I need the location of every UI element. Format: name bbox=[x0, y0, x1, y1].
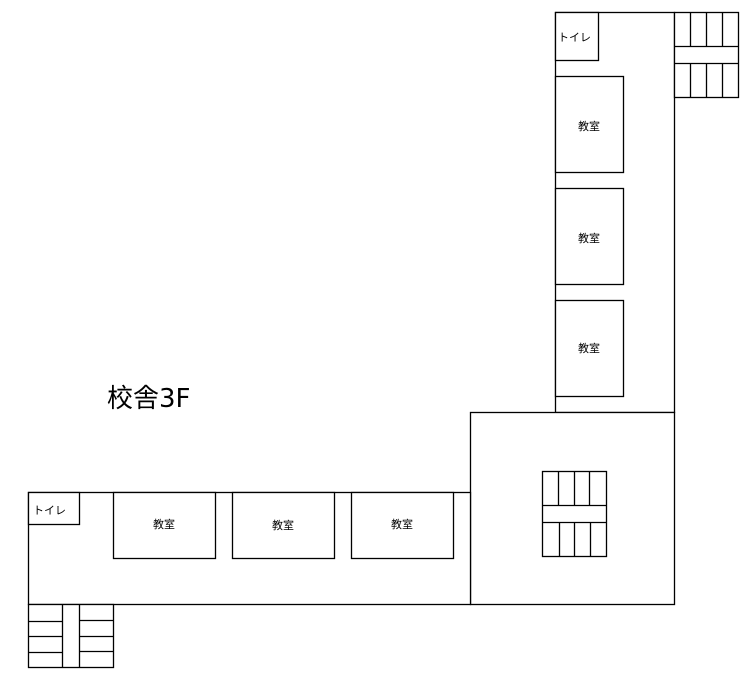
classroom-bottom-3: 教室 bbox=[350, 491, 455, 560]
toilet-bottom-label: トイレ bbox=[33, 504, 66, 517]
toilet-top: トイレ bbox=[554, 11, 600, 62]
stairs-northeast bbox=[673, 11, 740, 99]
classroom-right-3: 教室 bbox=[554, 299, 625, 398]
classroom-label: 教室 bbox=[578, 341, 600, 355]
classroom-label: 教室 bbox=[272, 518, 294, 532]
classroom-label: 教室 bbox=[153, 517, 175, 531]
classroom-label: 教室 bbox=[578, 119, 600, 133]
toilet-bottom: トイレ bbox=[27, 491, 81, 526]
classroom-label: 教室 bbox=[391, 517, 413, 531]
classroom-label: 教室 bbox=[578, 231, 600, 245]
classroom-bottom-1: 教室 bbox=[112, 491, 217, 560]
toilet-top-label: トイレ bbox=[558, 31, 591, 44]
stairs-southwest bbox=[27, 603, 115, 669]
stairs-central bbox=[541, 470, 608, 558]
floor-title: 校舎3F bbox=[107, 384, 191, 414]
classroom-right-2: 教室 bbox=[554, 187, 625, 286]
classroom-right-1: 教室 bbox=[554, 75, 625, 174]
classroom-bottom-2: 教室 bbox=[231, 491, 336, 560]
